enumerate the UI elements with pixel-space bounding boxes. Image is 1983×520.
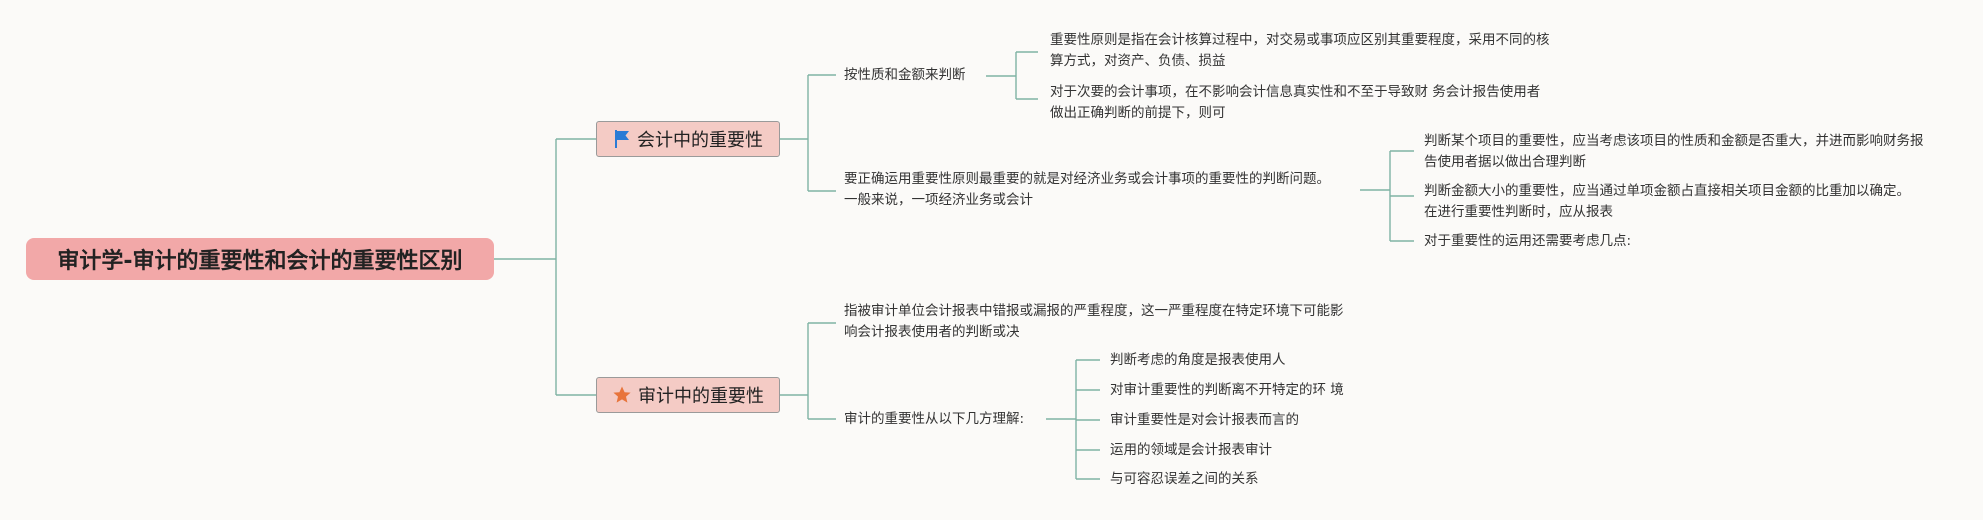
topic-understanding-audit-field[interactable]: 运用的领域是会计报表审计 bbox=[1110, 442, 1272, 458]
topic-minor-accounting-items[interactable]: 对于次要的会计事项，在不影响会计信息真实性和不至于导致财 务会计报告使用者做出正… bbox=[1050, 84, 1541, 121]
branch-audit-importance[interactable]: 审计中的重要性 bbox=[596, 377, 780, 413]
topic-audit-materiality-definition[interactable]: 指被审计单位会计报表中错报或漏报的严重程度，这一严重程度在特定环境下可能影响会计… bbox=[844, 303, 1344, 340]
flag-icon bbox=[613, 129, 631, 149]
topic-judge-item-importance[interactable]: 判断某个项目的重要性，应当考虑该项目的性质和金额是否重大，并进而影响财务报告使用… bbox=[1424, 133, 1924, 170]
topic-materiality-principle-definition[interactable]: 重要性原则是指在会计核算过程中，对交易或事项应区别其重要程度，采用不同的核算方式… bbox=[1050, 32, 1550, 69]
root-topic[interactable]: 审计学-审计的重要性和会计的重要性区别 bbox=[26, 238, 494, 280]
topic-judge-amount-importance[interactable]: 判断金额大小的重要性，应当通过单项金额占直接相关项目金额的比重加以确定。在进行重… bbox=[1424, 183, 1910, 220]
topic-understanding-tolerable-error[interactable]: 与可容忍误差之间的关系 bbox=[1110, 471, 1259, 487]
root-topic-label: 审计学-审计的重要性和会计的重要性区别 bbox=[57, 249, 463, 274]
topic-understanding-specific-environment[interactable]: 对审计重要性的判断离不开特定的环 境 bbox=[1110, 382, 1344, 398]
star-icon bbox=[612, 385, 632, 405]
topic-further-considerations[interactable]: 对于重要性的运用还需要考虑几点: bbox=[1424, 233, 1632, 249]
topic-audit-understanding[interactable]: 审计的重要性从以下几方理解: bbox=[844, 411, 1025, 427]
branch-audit-label: 审计中的重要性 bbox=[638, 386, 764, 407]
topic-correct-use-of-materiality[interactable]: 要正确运用重要性原则最重要的就是对经济业务或会计事项的重要性的判断问题。一般来说… bbox=[844, 171, 1330, 208]
topic-understanding-report-users[interactable]: 判断考虑的角度是报表使用人 bbox=[1110, 352, 1286, 368]
branch-accounting-label: 会计中的重要性 bbox=[637, 130, 763, 151]
topic-judge-by-nature-amount[interactable]: 按性质和金额来判断 bbox=[844, 67, 966, 83]
topic-understanding-financial-statements[interactable]: 审计重要性是对会计报表而言的 bbox=[1110, 412, 1299, 428]
branch-accounting-importance[interactable]: 会计中的重要性 bbox=[596, 121, 780, 157]
